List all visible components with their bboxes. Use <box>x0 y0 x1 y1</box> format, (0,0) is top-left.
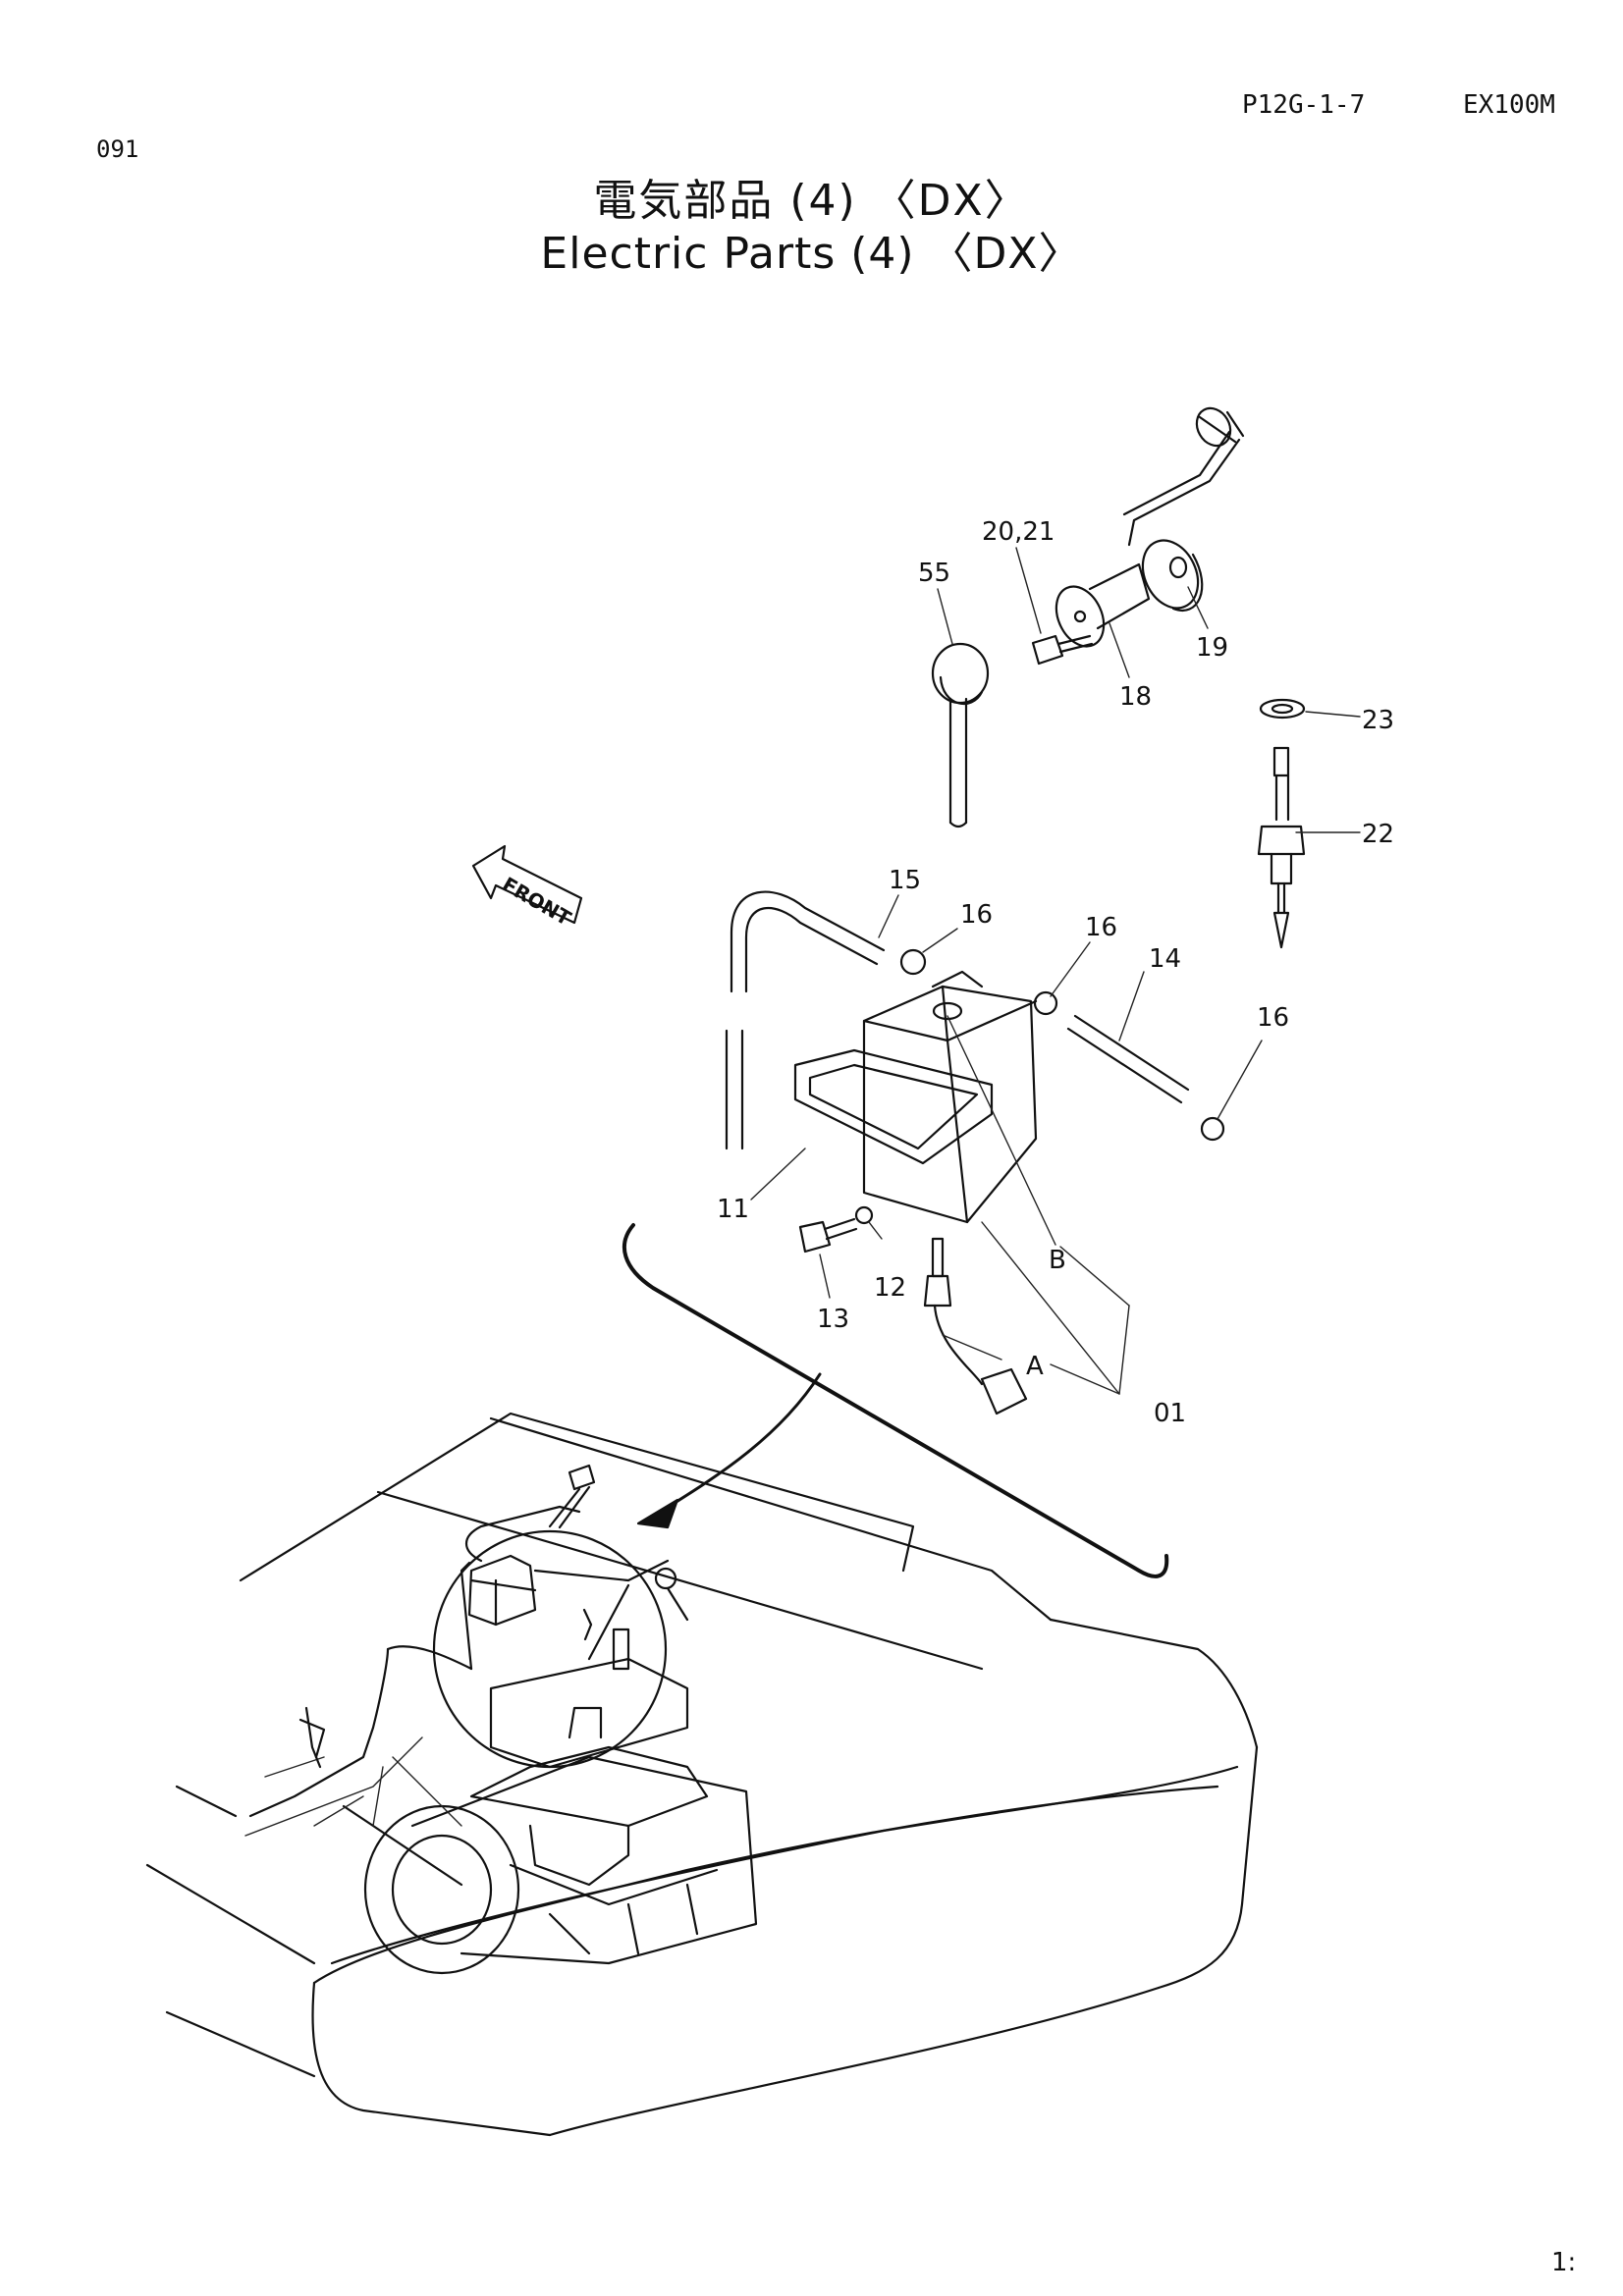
screw-20-21 <box>1031 634 1094 666</box>
callout-15: 15 <box>889 866 921 895</box>
hose-15 <box>725 890 886 1150</box>
callout-16-a: 16 <box>960 900 993 930</box>
callout-16-c: 16 <box>1257 1003 1289 1033</box>
callout-55: 55 <box>918 559 950 588</box>
callout-11: 11 <box>717 1195 749 1224</box>
detail-bracket <box>622 1223 1169 1578</box>
callout-18: 18 <box>1119 682 1152 712</box>
machine-overview <box>145 1412 1259 2137</box>
washer-23 <box>1259 698 1306 720</box>
callout-labels: 20,21 55 18 19 23 22 15 16 16 14 16 11 1… <box>717 517 1394 1428</box>
title-english: Electric Parts (4) 〈DX〉 <box>540 229 1083 279</box>
part-code: P12G-1-7 <box>1242 90 1366 120</box>
level-switch-01 <box>923 1237 1028 1415</box>
tank-bracket-11 <box>793 1048 994 1165</box>
detail-arrow-icon <box>636 1372 822 1529</box>
callout-14: 14 <box>1149 944 1181 974</box>
callout-A: A <box>1026 1352 1044 1381</box>
washer-12 <box>854 1205 874 1225</box>
grommet-55 <box>931 642 990 828</box>
front-label: FRONT <box>499 873 576 931</box>
callout-20-21: 20,21 <box>982 517 1055 547</box>
hose-14 <box>1066 1014 1190 1104</box>
reserve-tank <box>862 970 1038 1224</box>
fuel-sender-unit <box>1055 406 1245 648</box>
bolt-13 <box>798 1217 858 1254</box>
callout-22: 22 <box>1362 820 1394 849</box>
callout-19: 19 <box>1196 633 1228 663</box>
callout-B: B <box>1049 1246 1066 1275</box>
callout-leaders <box>750 547 1361 1395</box>
callout-16-b: 16 <box>1085 913 1117 942</box>
callout-01: 01 <box>1154 1399 1186 1428</box>
callout-23: 23 <box>1362 706 1394 735</box>
callout-13: 13 <box>817 1305 849 1334</box>
callout-12: 12 <box>874 1273 906 1303</box>
page-number: 091 <box>96 135 139 163</box>
front-arrow-icon: FRONT <box>471 844 583 931</box>
model-name: EX100M <box>1463 90 1555 120</box>
thermo-sensor-22 <box>1257 746 1306 949</box>
corner-mark: 1: <box>1551 2248 1577 2277</box>
title-japanese: 電気部品 (4) 〈DX〉 <box>593 176 1030 226</box>
clamps-16 <box>899 948 1225 1142</box>
